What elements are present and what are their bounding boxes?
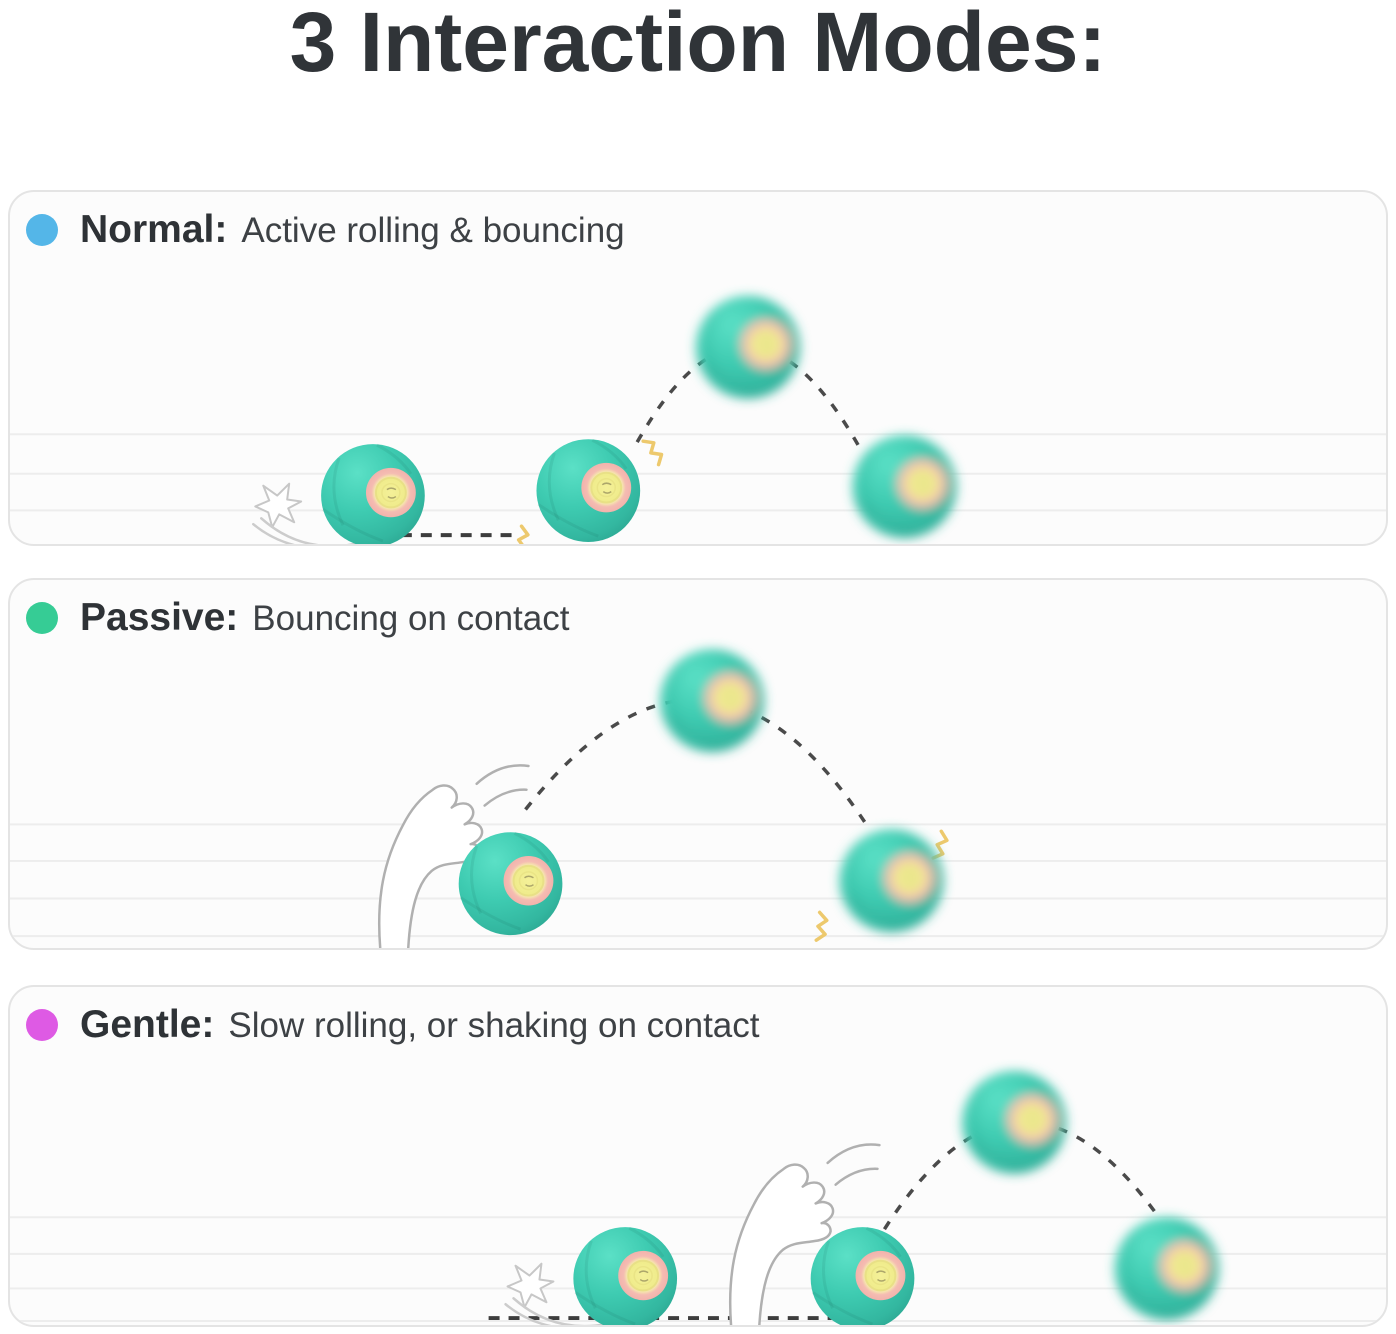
mode-dot-magenta: [26, 1009, 58, 1041]
mode-title-normal: Normal: Active rolling & bouncing: [80, 208, 625, 252]
ball: [534, 437, 642, 544]
zigzag-icon: [641, 434, 667, 469]
mode-dot-blue: [26, 214, 58, 246]
mode-description: Active rolling & bouncing: [241, 211, 625, 250]
zigzag-icon: [510, 524, 534, 544]
zigzag-icon: [810, 910, 832, 944]
trajectory-arc: [882, 1120, 1159, 1231]
mode-label: Normal:: [80, 208, 228, 251]
mode-card-gentle: Gentle: Slow rolling, or shaking on conta…: [8, 985, 1388, 1327]
diagram-gentle: [10, 1069, 1386, 1325]
mode-description: Bouncing on contact: [252, 599, 570, 638]
ball-blurred: [851, 433, 958, 540]
diagram-passive: [10, 647, 1386, 948]
mode-header-gentle: Gentle: Slow rolling, or shaking on conta…: [26, 1003, 759, 1047]
ball: [809, 1225, 916, 1325]
ball: [319, 442, 427, 544]
mode-card-passive: Passive: Bouncing on contact: [8, 578, 1388, 950]
mode-header-passive: Passive: Bouncing on contact: [26, 596, 569, 640]
mode-dot-green: [26, 602, 58, 634]
mode-title-passive: Passive: Bouncing on contact: [80, 596, 569, 640]
ball: [457, 830, 564, 937]
ball-blurred: [658, 647, 766, 754]
mode-label: Gentle:: [80, 1003, 215, 1046]
mode-title-gentle: Gentle: Slow rolling, or shaking on conta…: [80, 1003, 759, 1047]
ball-blurred: [960, 1069, 1068, 1176]
mode-card-normal: Normal: Active rolling & bouncing: [8, 190, 1388, 546]
ball-blurred: [838, 827, 945, 934]
mode-label: Passive:: [80, 596, 239, 639]
ball-blurred: [1113, 1215, 1220, 1322]
mode-description: Slow rolling, or shaking on contact: [228, 1006, 760, 1045]
diagram-normal: [10, 294, 1386, 544]
ball-blurred: [694, 294, 802, 401]
mode-header-normal: Normal: Active rolling & bouncing: [26, 208, 625, 252]
ball: [571, 1225, 679, 1325]
page-title: 3 Interaction Modes:: [289, 0, 1107, 89]
trajectory-arc: [524, 697, 871, 831]
